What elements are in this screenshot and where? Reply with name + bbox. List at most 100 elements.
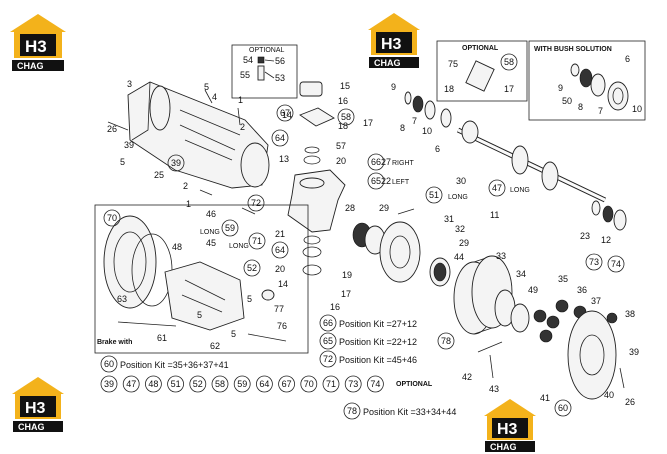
logo-top-left: H3 CHAG	[10, 14, 66, 71]
optional-part-number: 74	[370, 379, 380, 389]
optional-part-circle	[100, 375, 118, 393]
kit-legend: 66 Position Kit =27+12 65 Position Kit =…	[100, 314, 456, 420]
svg-text:53: 53	[275, 73, 285, 83]
svg-text:45: 45	[206, 238, 216, 248]
svg-text:17: 17	[341, 289, 351, 299]
svg-text:6: 6	[435, 144, 440, 154]
svg-text:OPTIONAL: OPTIONAL	[462, 45, 499, 52]
optional-part-circle	[144, 375, 162, 393]
svg-text:17: 17	[363, 118, 373, 128]
svg-text:48: 48	[172, 242, 182, 252]
svg-text:16: 16	[330, 302, 340, 312]
logo-mark: H3	[25, 37, 47, 56]
svg-text:9: 9	[558, 83, 563, 93]
svg-text:55: 55	[240, 70, 250, 80]
optional-part-number: 51	[171, 379, 181, 389]
svg-text:66: 66	[371, 157, 381, 167]
svg-text:Position Kit =33+34+44: Position Kit =33+34+44	[363, 407, 456, 417]
optional-part-circle	[233, 375, 251, 393]
svg-text:64: 64	[275, 245, 285, 255]
svg-text:5: 5	[197, 310, 202, 320]
label-left: LEFT	[392, 179, 410, 186]
svg-text:5: 5	[120, 157, 125, 167]
svg-text:67: 67	[280, 108, 290, 118]
svg-text:65: 65	[371, 176, 381, 186]
svg-text:31: 31	[444, 214, 454, 224]
optional-part-circle	[344, 375, 362, 393]
optional-part-number: 48	[148, 379, 158, 389]
svg-text:12: 12	[601, 235, 611, 245]
optional-part-number: 67	[282, 379, 292, 389]
svg-text:35: 35	[558, 274, 568, 284]
svg-text:6: 6	[625, 54, 630, 64]
svg-text:38: 38	[625, 309, 635, 319]
svg-text:8: 8	[578, 102, 583, 112]
svg-text:5: 5	[204, 82, 209, 92]
svg-text:62: 62	[210, 341, 220, 351]
bush-solution-box: WITH BUSH SOLUTION 6 9 50 8 7 10	[528, 40, 646, 121]
svg-text:50: 50	[562, 96, 572, 106]
optional-part-number: 58	[215, 379, 225, 389]
optional-part-circle	[278, 375, 296, 393]
optional-part-number: 47	[126, 379, 136, 389]
svg-text:3: 3	[127, 79, 132, 89]
svg-text:13: 13	[279, 154, 289, 164]
optional-box-right: OPTIONAL 75 18 17 58	[436, 40, 528, 102]
logo-bottom-left: H3 CHAG	[12, 377, 64, 432]
svg-text:LONG: LONG	[448, 194, 468, 201]
svg-text:21: 21	[275, 229, 285, 239]
svg-text:33: 33	[496, 251, 506, 261]
svg-text:10: 10	[632, 104, 642, 114]
svg-text:Position Kit =22+12: Position Kit =22+12	[339, 337, 417, 347]
svg-text:54: 54	[243, 55, 253, 65]
svg-text:57: 57	[336, 141, 346, 151]
svg-text:73: 73	[589, 257, 599, 267]
optional-part-number: 70	[304, 379, 314, 389]
svg-text:20: 20	[336, 156, 346, 166]
svg-text:H3: H3	[25, 400, 46, 417]
svg-text:20: 20	[275, 264, 285, 274]
svg-text:7: 7	[598, 106, 603, 116]
label-right: RIGHT	[392, 160, 415, 167]
svg-text:26: 26	[625, 397, 635, 407]
optional-part-number: 39	[104, 379, 114, 389]
svg-text:LONG: LONG	[510, 187, 530, 194]
logo-word: CHAG	[17, 61, 44, 71]
optional-part-circle	[122, 375, 140, 393]
svg-text:27: 27	[381, 157, 391, 167]
optional-row-label: OPTIONAL	[396, 381, 433, 388]
planetary-gear-set	[453, 255, 618, 400]
optional-part-circle	[322, 375, 340, 393]
svg-text:1: 1	[186, 199, 191, 209]
svg-text:60: 60	[104, 359, 114, 369]
optional-part-circle	[255, 375, 273, 393]
svg-text:71: 71	[252, 236, 262, 246]
kit-num: 66	[323, 318, 333, 328]
svg-text:OPTIONAL: OPTIONAL	[249, 47, 285, 54]
svg-text:70: 70	[107, 213, 117, 223]
svg-text:36: 36	[577, 285, 587, 295]
optional-part-number: 52	[193, 379, 203, 389]
svg-text:56: 56	[275, 56, 285, 66]
svg-text:H3: H3	[497, 421, 518, 438]
svg-text:43: 43	[489, 384, 499, 394]
axle-housing-left	[107, 81, 270, 189]
svg-text:58: 58	[341, 112, 351, 122]
svg-text:25: 25	[154, 170, 164, 180]
svg-text:65: 65	[323, 336, 333, 346]
svg-text:51: 51	[429, 190, 439, 200]
svg-text:76: 76	[277, 321, 287, 331]
svg-text:5: 5	[247, 294, 252, 304]
svg-text:WITH BUSH SOLUTION: WITH BUSH SOLUTION	[534, 46, 612, 53]
logo-top-middle: H3 CHAG	[368, 13, 420, 68]
svg-text:17: 17	[504, 84, 514, 94]
svg-text:61: 61	[157, 333, 167, 343]
svg-text:5: 5	[231, 329, 236, 339]
svg-text:14: 14	[282, 110, 292, 120]
svg-text:32: 32	[455, 224, 465, 234]
svg-text:18: 18	[338, 121, 348, 131]
svg-text:7: 7	[412, 116, 417, 126]
svg-text:41: 41	[540, 393, 550, 403]
